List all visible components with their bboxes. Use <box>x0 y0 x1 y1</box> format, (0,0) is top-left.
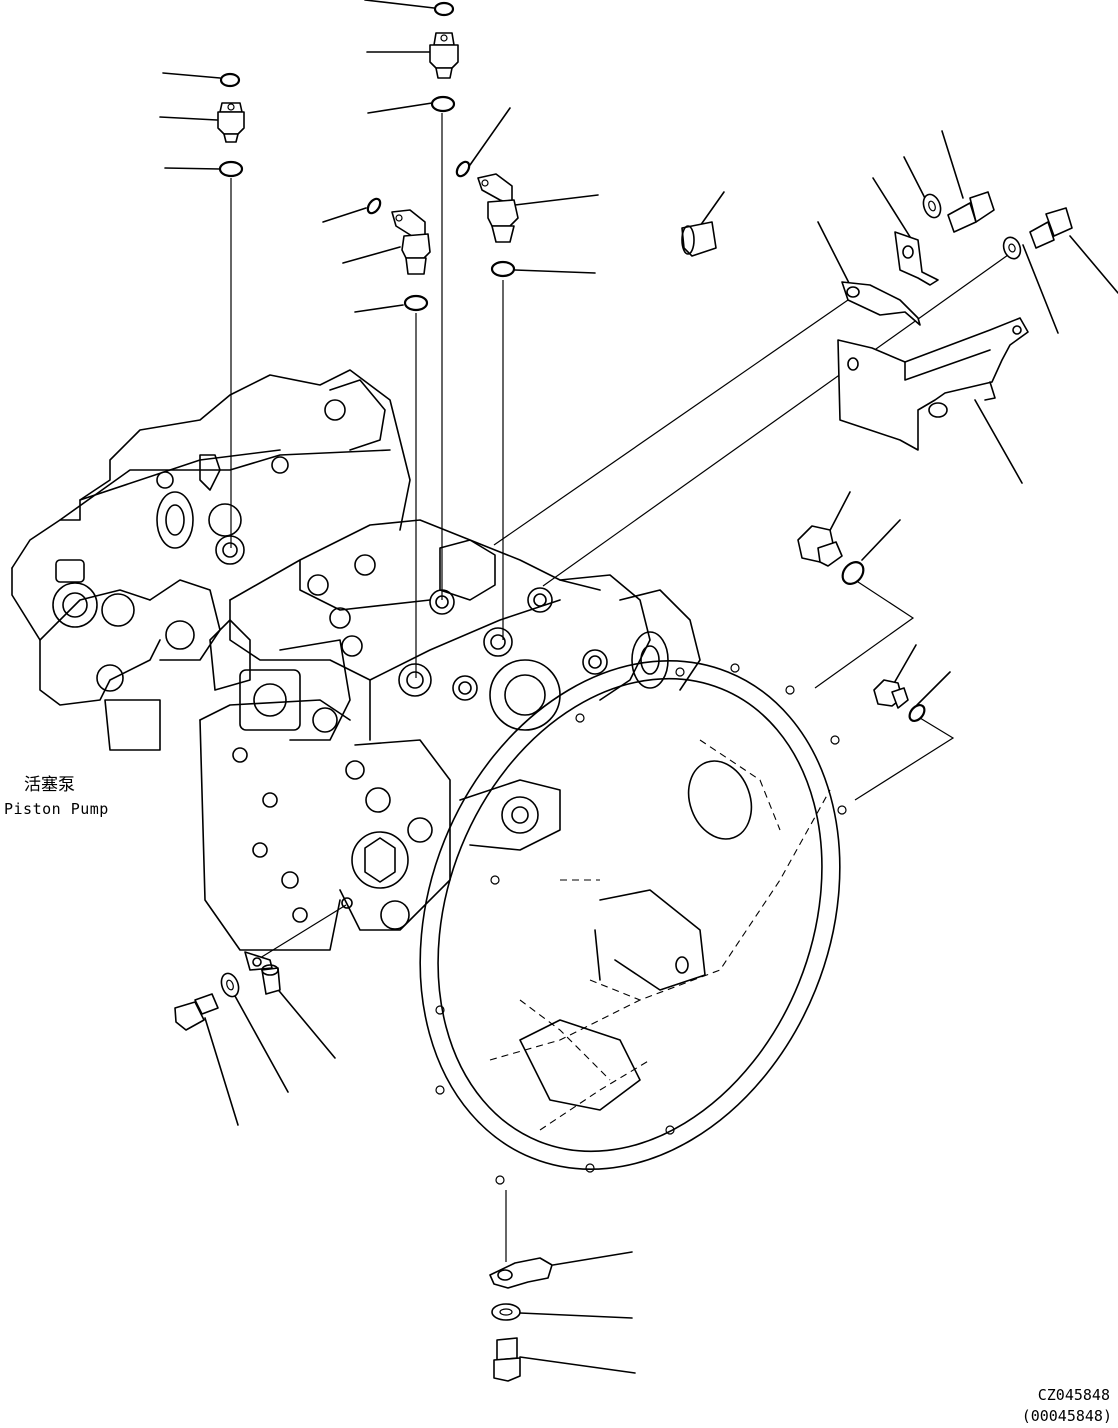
drawing-code: CZ045848 <box>1037 1386 1110 1404</box>
bolt-icon[interactable] <box>493 1337 521 1382</box>
clamp-icon[interactable] <box>894 231 939 286</box>
fitting-icon[interactable] <box>429 32 459 79</box>
plug-icon[interactable] <box>797 525 843 567</box>
o-ring-icon[interactable] <box>218 160 244 178</box>
drawing-code-alt: (00045848) <box>1021 1407 1112 1425</box>
clamp-icon[interactable] <box>681 221 717 257</box>
o-ring-icon[interactable] <box>433 1 455 17</box>
flange-bolt-holes <box>435 663 847 1185</box>
elbow-fitting-icon[interactable] <box>477 173 519 243</box>
bracket-icon[interactable] <box>841 281 921 326</box>
clamp-icon[interactable] <box>244 951 281 995</box>
washer-icon[interactable] <box>1001 235 1024 261</box>
o-ring-icon[interactable] <box>907 702 928 724</box>
bolt-icon[interactable] <box>947 191 995 233</box>
o-ring-icon[interactable] <box>490 260 516 278</box>
washer-icon[interactable] <box>920 192 943 220</box>
o-ring-icon[interactable] <box>430 95 456 113</box>
washer-icon[interactable] <box>218 971 241 999</box>
o-rings <box>218 1 928 724</box>
elbow-fitting-icon[interactable] <box>391 209 431 275</box>
o-ring-icon[interactable] <box>838 558 867 588</box>
component-label-cn: 活塞泵 <box>24 775 75 795</box>
o-ring-icon[interactable] <box>454 160 471 179</box>
bolt-icon[interactable] <box>174 993 219 1031</box>
fitting-icon[interactable] <box>217 102 245 143</box>
component-label-en: Piston Pump <box>4 800 109 818</box>
clamp-icon[interactable] <box>489 1257 553 1289</box>
o-ring-icon[interactable] <box>403 294 429 312</box>
washer-icon[interactable] <box>491 1303 521 1321</box>
piston-pump-body <box>11 369 847 1185</box>
plug-icon[interactable] <box>873 679 909 709</box>
leader-lines <box>159 0 1118 1374</box>
bracket-icon[interactable] <box>837 317 1029 451</box>
o-ring-icon[interactable] <box>365 197 382 216</box>
o-ring-icon[interactable] <box>219 72 241 88</box>
bolt-icon[interactable] <box>1029 207 1073 249</box>
